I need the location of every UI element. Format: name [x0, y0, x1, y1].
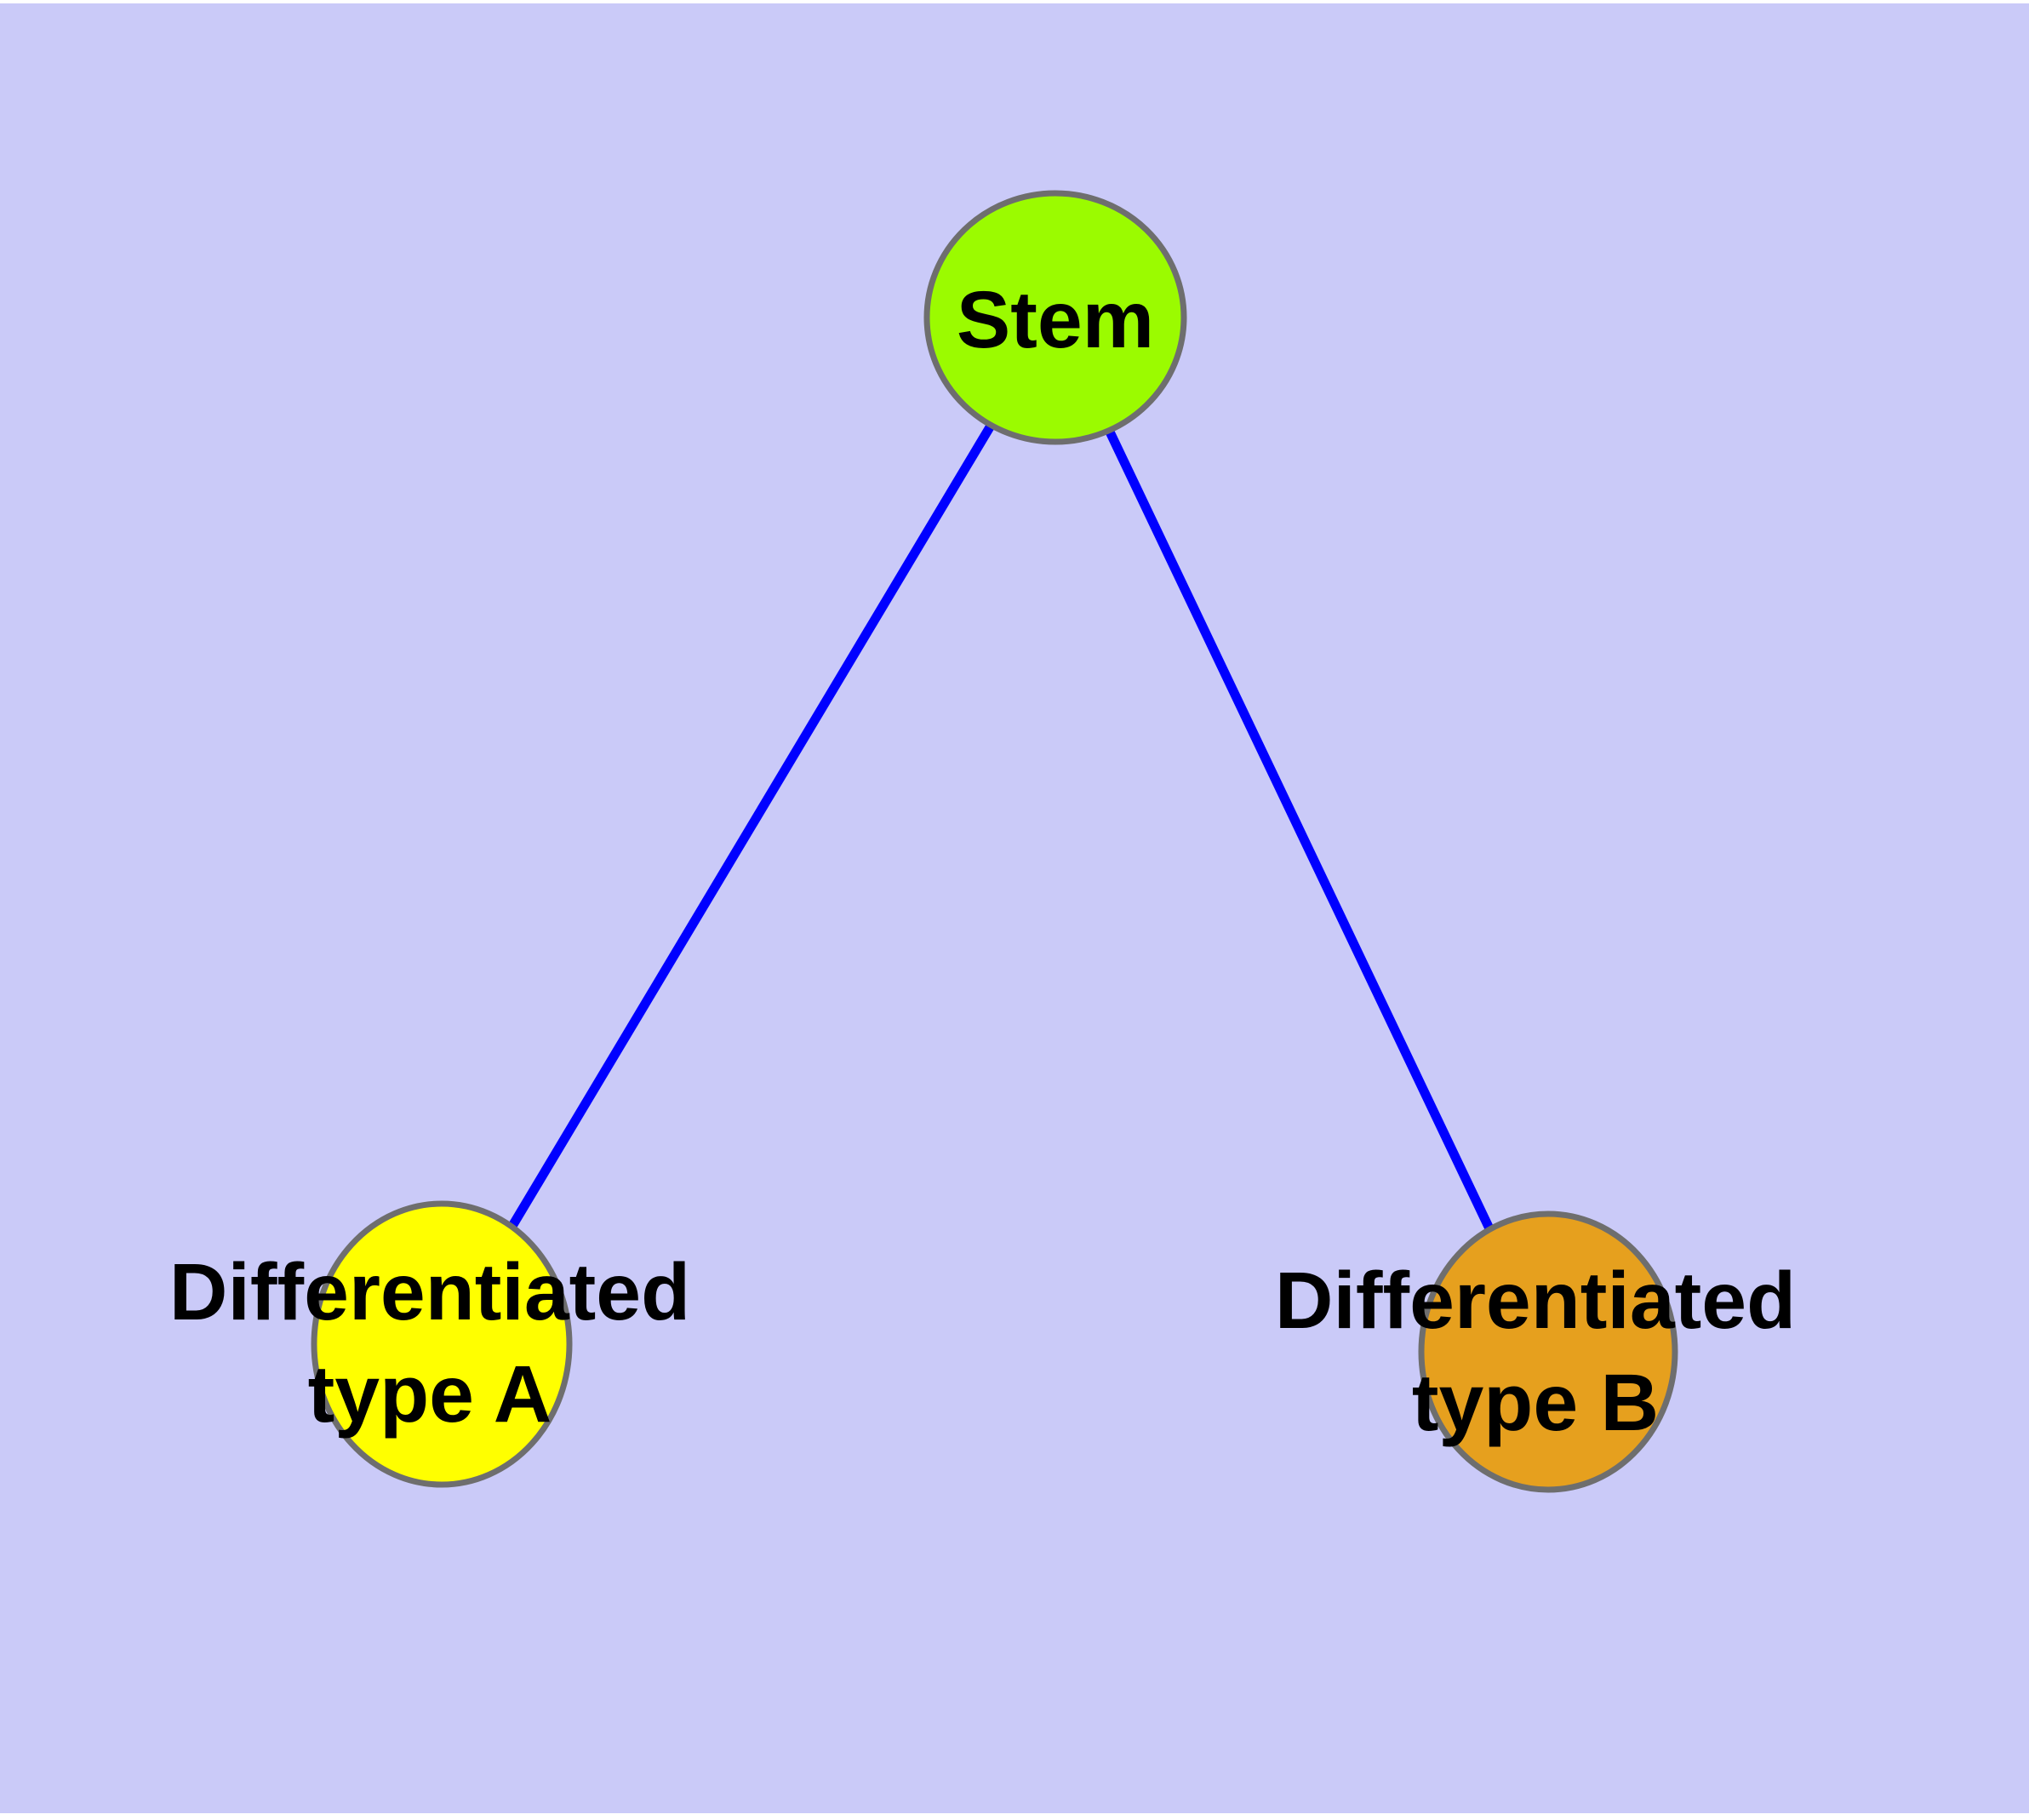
- node-differentiated-type-b-label-line1: Differentiated: [1275, 1256, 1796, 1346]
- node-stem: [923, 190, 1187, 445]
- node-stem-label: Stem: [957, 275, 1154, 365]
- node-differentiated-type-a-label-line2: type A: [308, 1349, 552, 1439]
- node-differentiated-type-b-label-line2: type B: [1412, 1358, 1659, 1448]
- edge-stem-to-type-b: [1051, 315, 1552, 1354]
- node-differentiated-type-b: [1418, 1210, 1678, 1493]
- node-differentiated-type-a-label-line1: Differentiated: [169, 1247, 690, 1337]
- node-differentiated-type-a: [311, 1200, 573, 1488]
- edge-stem-to-type-a: [437, 315, 1060, 1347]
